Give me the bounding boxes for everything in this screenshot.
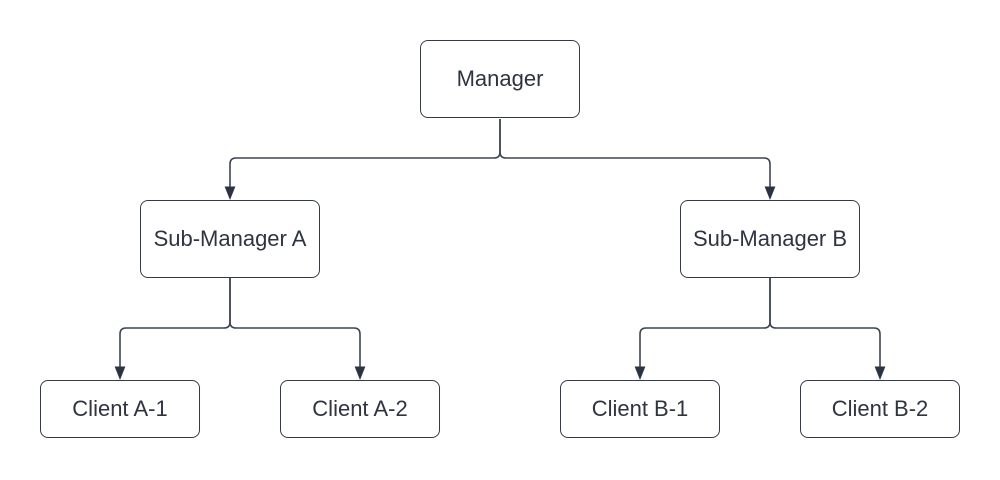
node-client-a2[interactable]: Client A-2 [280, 380, 440, 438]
arrowhead-sub-a [224, 186, 236, 200]
node-client-a1[interactable]: Client A-1 [40, 380, 200, 438]
node-sub-manager-b[interactable]: Sub-Manager B [680, 200, 860, 278]
node-client-b2-label: Client B-2 [831, 395, 929, 421]
arrowhead-client-b1 [634, 366, 646, 380]
node-client-a2-label: Client A-2 [312, 395, 408, 421]
connector-sub-b-to-client-b1[interactable] [639, 278, 771, 367]
node-sub-manager-b-label: Sub-Manager B [692, 225, 848, 251]
node-manager[interactable]: Manager [420, 40, 580, 118]
connector-sub-a-to-client-a1[interactable] [119, 278, 231, 367]
node-client-b1[interactable]: Client B-1 [560, 380, 720, 438]
node-client-b2[interactable]: Client B-2 [800, 380, 960, 438]
node-sub-manager-a[interactable]: Sub-Manager A [140, 200, 320, 278]
node-sub-manager-a-label: Sub-Manager A [153, 225, 307, 251]
arrowhead-sub-b [764, 186, 776, 200]
connector-sub-b-to-client-b2[interactable] [769, 278, 881, 367]
node-client-a1-label: Client A-1 [72, 395, 168, 421]
arrowhead-client-a1 [114, 366, 126, 380]
arrowhead-client-b2 [874, 366, 886, 380]
connector-manager-to-sub-b[interactable] [499, 119, 771, 187]
node-manager-label: Manager [456, 65, 544, 91]
connector-manager-to-sub-a[interactable] [229, 119, 501, 187]
connector-sub-a-to-client-a2[interactable] [229, 278, 361, 367]
arrowhead-client-a2 [354, 366, 366, 380]
node-client-b1-label: Client B-1 [591, 395, 689, 421]
